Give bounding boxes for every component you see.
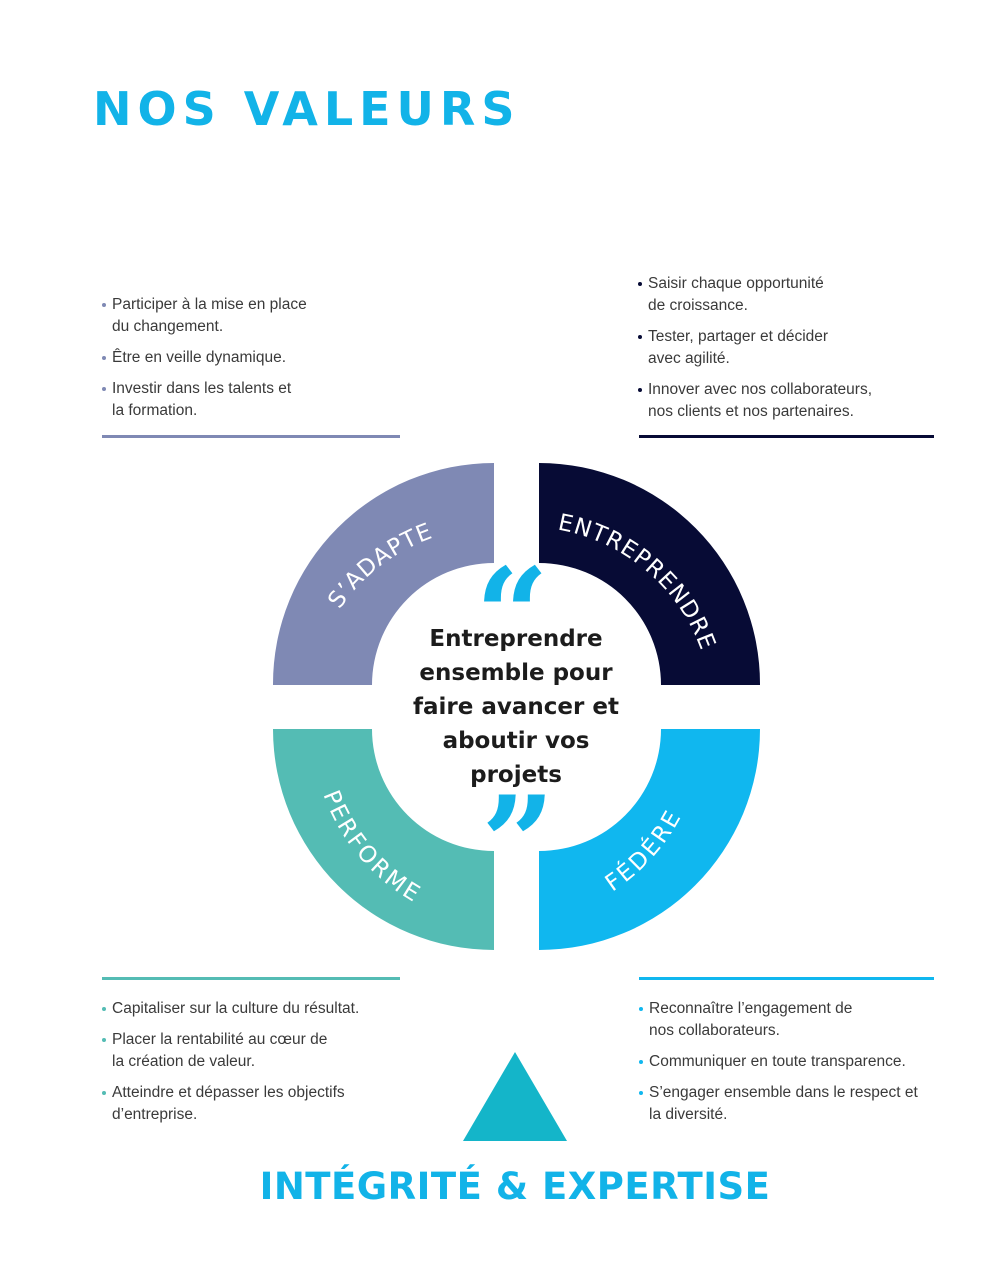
bullet-icon — [639, 1007, 643, 1011]
list-item-line: Innover avec nos collaborateurs, — [648, 381, 873, 398]
bullet-icon — [639, 1060, 643, 1064]
list-item-line: avec agilité. — [648, 350, 730, 367]
segment-federer — [539, 729, 760, 950]
list-item-line: nos collaborateurs. — [649, 1022, 780, 1039]
divider-entreprendre — [639, 435, 934, 438]
bullet-icon — [102, 303, 106, 307]
list-item-line: Être en veille dynamique. — [112, 349, 287, 366]
mission-line: aboutir vos — [442, 728, 590, 754]
close-quote-icon: ” — [481, 769, 555, 919]
list-item: Être en veille dynamique. — [102, 347, 402, 369]
list-item-line: Communiquer en toute transparence. — [649, 1053, 906, 1070]
bullet-icon — [638, 388, 642, 392]
list-item: Reconnaître l’engagement de nos collabora… — [639, 998, 979, 1042]
list-item-line: Capitaliser sur la culture du résultat. — [112, 1000, 360, 1017]
list-item: Communiquer en toute transparence. — [639, 1051, 979, 1073]
list-item: Saisir chaque opportunité de croissance. — [638, 273, 958, 317]
list-item: Atteindre et dépasser les objectifs d’ent… — [102, 1082, 422, 1126]
list-item-line: Reconnaître l’engagement de — [649, 1000, 853, 1017]
divider-federer — [639, 977, 934, 980]
bullet-icon — [638, 282, 642, 286]
values-list-performer: Capitaliser sur la culture du résultat. P… — [102, 998, 422, 1135]
list-item-line: la diversité. — [649, 1106, 728, 1123]
list-item: Participer à la mise en place du changeme… — [102, 294, 402, 338]
list-item: Capitaliser sur la culture du résultat. — [102, 998, 422, 1020]
list-item: Investir dans les talents et la formation… — [102, 378, 402, 422]
list-item: S’engager ensemble dans le respect et la … — [639, 1082, 979, 1126]
bullet-icon — [102, 1007, 106, 1011]
values-list-federer: Reconnaître l’engagement de nos collabora… — [639, 998, 979, 1135]
bottom-title: INTÉGRITÉ & EXPERTISE — [259, 1165, 771, 1208]
list-item-line: du changement. — [112, 318, 224, 335]
bullet-icon — [102, 1038, 106, 1042]
mission-line: Entreprendre — [429, 626, 603, 652]
list-item: Tester, partager et décider avec agilité. — [638, 326, 958, 370]
mission-line: faire avancer et — [413, 694, 619, 720]
segment-performer — [273, 729, 494, 950]
bullet-icon — [102, 387, 106, 391]
list-item-line: Investir dans les talents et — [112, 380, 292, 397]
list-item: Placer la rentabilité au cœur de la créat… — [102, 1029, 422, 1073]
divider-adapter — [102, 435, 400, 438]
list-item-line: Saisir chaque opportunité — [648, 275, 824, 292]
segment-adapter — [272, 463, 494, 685]
list-item-line: la formation. — [112, 402, 198, 419]
segment-entreprendre — [539, 463, 761, 685]
mission-line: projets — [470, 762, 562, 788]
bullet-icon — [638, 335, 642, 339]
bullet-icon — [102, 1091, 106, 1095]
mission-statement: Entreprendre ensemble pour faire avancer… — [400, 622, 632, 792]
list-item-line: la création de valeur. — [112, 1053, 256, 1070]
divider-performer — [102, 977, 400, 980]
triangle-icon — [463, 1052, 567, 1141]
open-quote-icon: “ — [475, 541, 549, 691]
values-list-entreprendre: Saisir chaque opportunité de croissance. T… — [638, 273, 958, 432]
list-item-line: S’engager ensemble dans le respect et — [649, 1084, 918, 1101]
list-item-line: Participer à la mise en place — [112, 296, 307, 313]
list-item-line: Placer la rentabilité au cœur de — [112, 1031, 328, 1048]
list-item-line: Atteindre et dépasser les objectifs — [112, 1084, 345, 1101]
list-item-line: nos clients et nos partenaires. — [648, 403, 854, 420]
list-item-line: d’entreprise. — [112, 1106, 198, 1123]
list-item: Innover avec nos collaborateurs, nos clie… — [638, 379, 958, 423]
bullet-icon — [102, 356, 106, 360]
values-list-adapter: Participer à la mise en place du changeme… — [102, 294, 402, 431]
list-item-line: Tester, partager et décider — [648, 328, 829, 345]
mission-line: ensemble pour — [419, 660, 613, 686]
list-item-line: de croissance. — [648, 297, 748, 314]
bullet-icon — [639, 1091, 643, 1095]
page-title: NOS VALEURS — [93, 82, 521, 136]
